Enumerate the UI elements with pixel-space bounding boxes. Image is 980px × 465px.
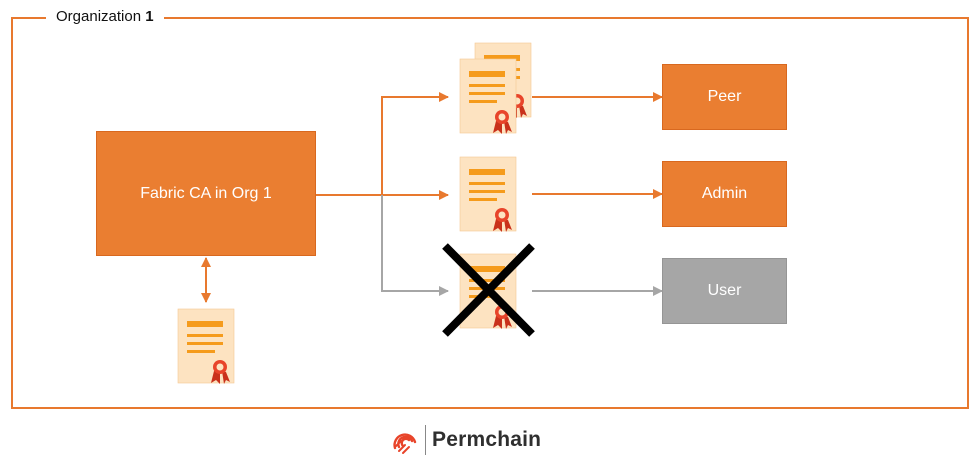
admin-certificate-icon xyxy=(459,156,517,233)
organization-title: Organization 1 xyxy=(46,6,164,28)
brand-name: Permchain xyxy=(432,428,542,451)
user-box[interactable]: User xyxy=(662,258,787,324)
fabric-ca-box[interactable]: Fabric CA in Org 1 xyxy=(96,131,316,256)
permchain-logo-icon xyxy=(393,433,417,454)
peer-box[interactable]: Peer xyxy=(662,64,787,130)
peer-label: Peer xyxy=(707,88,742,105)
organization-number: 1 xyxy=(145,8,154,25)
fabric-ca-label: Fabric CA in Org 1 xyxy=(140,184,272,202)
admin-label: Admin xyxy=(701,185,748,202)
revoked-cross-icon xyxy=(442,243,535,337)
admin-box[interactable]: Admin xyxy=(662,161,787,227)
ca-to-peer-cert-connector xyxy=(316,92,449,196)
organization-label: Organization xyxy=(56,8,142,25)
brand-footer: Permchain xyxy=(390,424,541,456)
ca-to-user-cert-connector xyxy=(381,195,449,296)
brand-separator xyxy=(425,425,426,455)
organization-frame xyxy=(11,17,969,409)
ca-certificate-icon xyxy=(177,308,235,385)
peer-certificate-stack-icon xyxy=(459,42,532,135)
user-label: User xyxy=(707,282,742,299)
